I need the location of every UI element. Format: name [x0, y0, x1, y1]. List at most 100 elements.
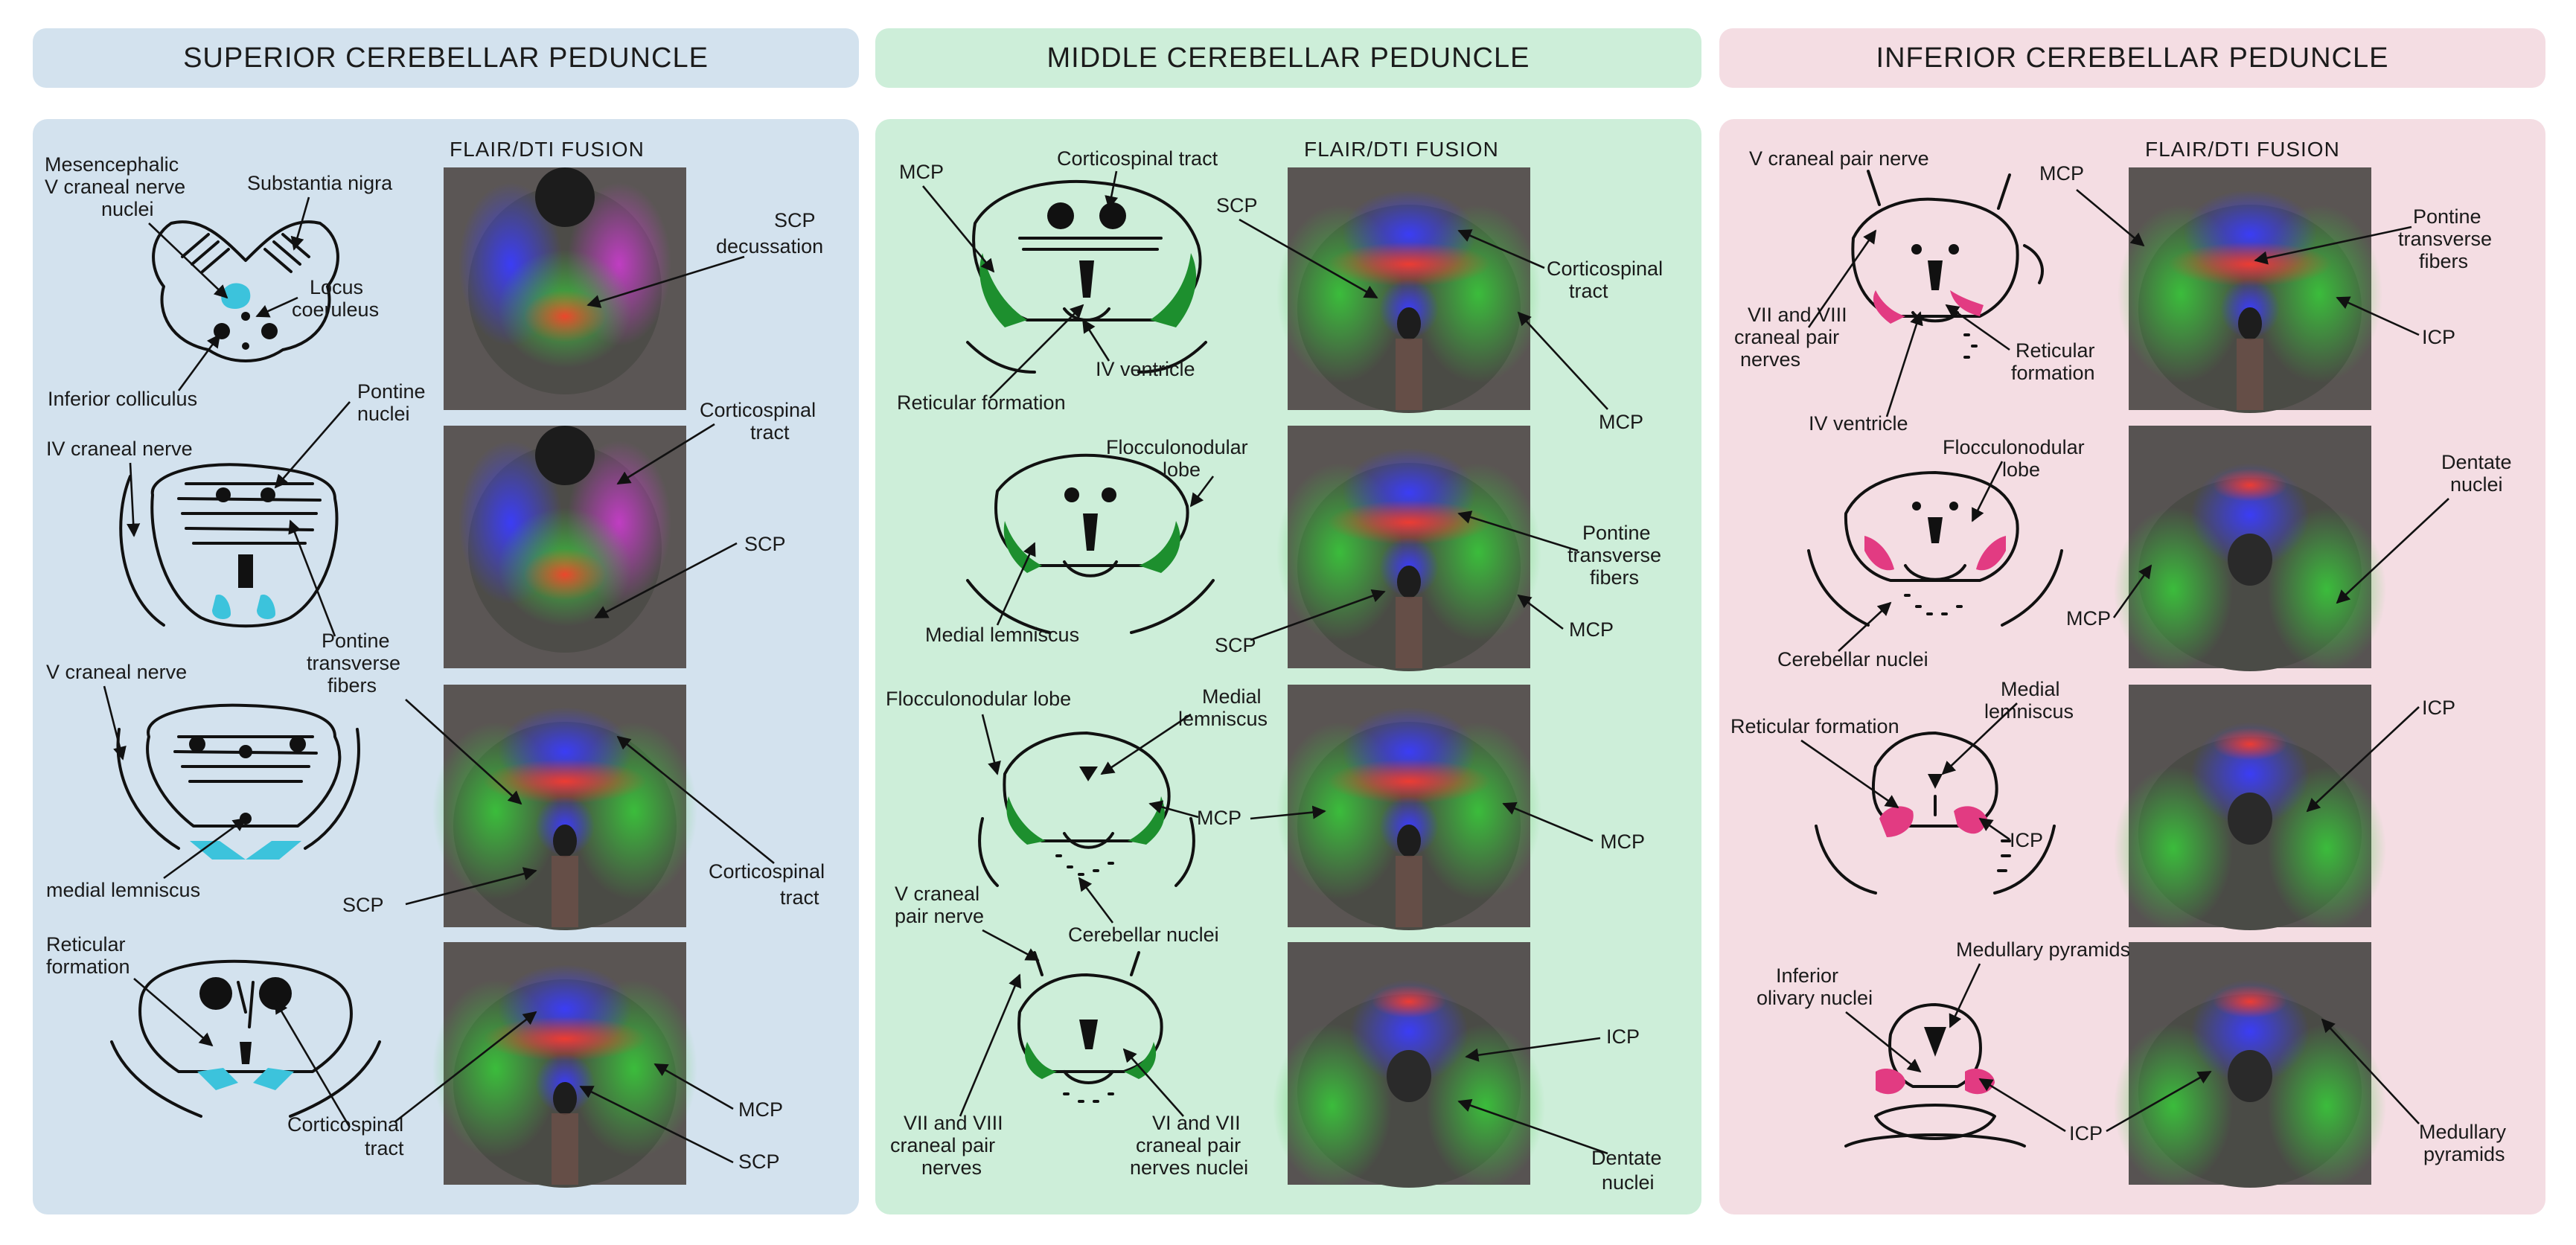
- label: medial lemniscus: [46, 879, 200, 901]
- header-inferior-cerebellar-peduncle: INFERIOR CEREBELLAR PEDUNCLE: [1719, 28, 2545, 88]
- label: lemniscus: [1178, 708, 1268, 730]
- label: fibers: [327, 674, 377, 697]
- label: V craneal pair nerve: [1749, 147, 1929, 170]
- brainstem-drawing-middle-1: [966, 179, 1207, 374]
- label: MCP: [1197, 807, 1241, 829]
- label: nuclei: [101, 198, 154, 220]
- label: transverse: [307, 652, 400, 674]
- panel-title: SUPERIOR CEREBELLAR PEDUNCLE: [183, 42, 709, 74]
- brainstem-drawing-superior-3: [116, 703, 360, 860]
- label: ICP: [2422, 697, 2455, 719]
- label: Pontine: [322, 630, 390, 652]
- brainstem-drawing-inferior-1: [1851, 170, 2044, 359]
- label: tract: [1569, 280, 1608, 302]
- label: Reticular formation: [1730, 715, 1899, 737]
- label: MCP: [1599, 411, 1643, 433]
- label: Inferior: [1776, 964, 1838, 987]
- label: olivary nuclei: [1757, 987, 1873, 1009]
- label: VI and VII: [1152, 1112, 1241, 1134]
- label: tract: [750, 421, 790, 444]
- label: V craneal nerve: [46, 661, 187, 683]
- label: SCP: [342, 894, 384, 916]
- label: Inferior colliculus: [48, 388, 197, 410]
- label: lobe: [2002, 458, 2040, 481]
- label: Corticospinal: [709, 860, 825, 883]
- panel-title: MIDDLE CEREBELLAR PEDUNCLE: [1046, 42, 1530, 74]
- label: craneal pair: [1136, 1134, 1241, 1156]
- mri-image-inferior-1: [2118, 167, 2382, 413]
- label: nuclei: [1602, 1171, 1655, 1194]
- mri-image-superior-2: [444, 426, 686, 668]
- mri-image-inferior-4: [2114, 942, 2386, 1188]
- label: V craneal: [895, 883, 979, 905]
- brainstem-drawing-middle-4: [1017, 951, 1163, 1103]
- pointer-lines-superior: [103, 196, 775, 1164]
- label: Substantia nigra: [247, 172, 393, 194]
- label: SCP: [738, 1150, 780, 1173]
- label: VII and VIII: [904, 1112, 1003, 1134]
- label: IV ventricle: [1096, 358, 1195, 380]
- label: MCP: [1569, 618, 1614, 641]
- label: Locus: [310, 276, 363, 298]
- label: Medullary pyramids: [1956, 938, 2130, 961]
- label: fibers: [1590, 566, 1639, 589]
- label: tract: [780, 886, 819, 909]
- label: formation: [46, 956, 130, 978]
- label: ICP: [1606, 1025, 1640, 1048]
- label: Flocculonodular: [1943, 436, 2085, 458]
- brainstem-drawing-superior-2: [119, 463, 339, 628]
- mri-image-middle-2: [1276, 426, 1541, 671]
- label: VII and VIII: [1748, 304, 1847, 326]
- mri-image-inferior-3: [2114, 685, 2386, 930]
- label: tract: [365, 1137, 404, 1159]
- label: lemniscus: [1984, 700, 2074, 723]
- label: Flocculonodular lobe: [886, 688, 1071, 710]
- label: MCP: [738, 1098, 783, 1121]
- label: nerves: [921, 1156, 982, 1179]
- brainstem-drawing-middle-3: [978, 732, 1195, 887]
- mri-image-middle-3: [1276, 685, 1541, 930]
- label: decussation: [716, 235, 823, 257]
- label: nerves nuclei: [1130, 1156, 1248, 1179]
- brainstem-drawing-superior-1: [152, 220, 339, 362]
- label: SCP: [774, 209, 816, 231]
- label: Reticular: [2016, 339, 2095, 362]
- label: Dentate: [1591, 1147, 1662, 1169]
- label: Medial: [2001, 678, 2060, 700]
- label: craneal pair: [890, 1134, 995, 1156]
- label: Medullary: [2419, 1121, 2507, 1143]
- label: SCP: [744, 533, 786, 555]
- label: coeruleus: [292, 298, 379, 321]
- label: formation: [2011, 362, 2095, 384]
- label: Pontine: [357, 380, 426, 403]
- fusion-title: FLAIR/DTI FUSION: [2145, 138, 2340, 161]
- label: nuclei: [357, 403, 410, 425]
- label: MCP: [2039, 162, 2084, 185]
- mri-image-middle-4: [1273, 942, 1545, 1188]
- label: SCP: [1216, 194, 1258, 217]
- mri-image-superior-1: [444, 167, 686, 410]
- inferior-panel-content: FLAIR/DTI FUSION: [1730, 138, 2512, 1188]
- label: nuclei: [2450, 473, 2503, 496]
- label: ICP: [2010, 829, 2043, 851]
- label: Cerebellar nuclei: [1068, 924, 1219, 946]
- label: fibers: [2419, 250, 2468, 272]
- label: Corticospinal: [700, 399, 816, 421]
- label: lobe: [1163, 458, 1201, 481]
- label: MCP: [2066, 607, 2111, 630]
- label: ICP: [2069, 1122, 2103, 1145]
- label: Dentate: [2441, 451, 2512, 473]
- header-superior-cerebellar-peduncle: SUPERIOR CEREBELLAR PEDUNCLE: [33, 28, 859, 88]
- brainstem-drawing-superior-4: [110, 959, 381, 1118]
- label: ICP: [2422, 326, 2455, 348]
- label: MCP: [1600, 830, 1645, 853]
- fusion-title: FLAIR/DTI FUSION: [1304, 138, 1499, 161]
- label: Medial: [1202, 685, 1262, 708]
- label: Cerebellar nuclei: [1777, 648, 1928, 670]
- brainstem-drawing-inferior-4: [1844, 1003, 2026, 1148]
- middle-panel-content: FLAIR/DTI FUSION: [886, 138, 1663, 1194]
- label: IV craneal nerve: [46, 438, 193, 460]
- brainstem-drawing-middle-2: [966, 453, 1215, 634]
- label: MCP: [899, 161, 944, 183]
